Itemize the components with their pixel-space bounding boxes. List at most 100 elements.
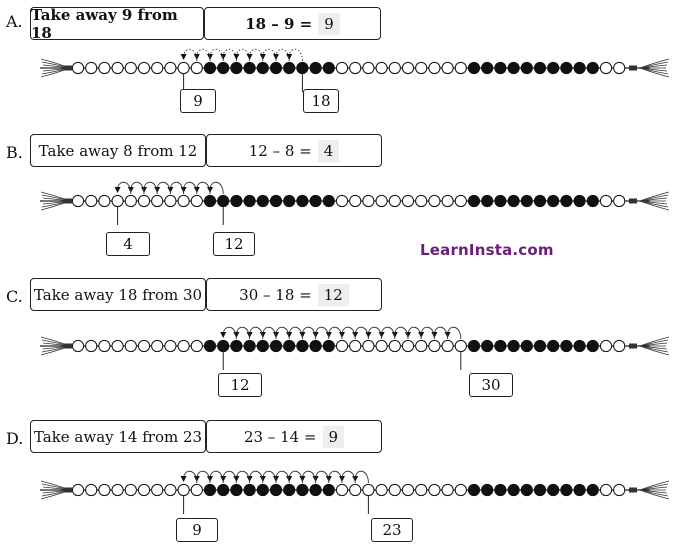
bead (375, 61, 388, 75)
bead (494, 339, 507, 353)
bead (190, 194, 203, 208)
right-tassel (639, 336, 670, 356)
bead (533, 339, 547, 353)
bead (362, 194, 375, 208)
bead (454, 483, 467, 497)
bead (85, 194, 98, 208)
bead (599, 339, 613, 353)
bead (362, 483, 375, 497)
bead (137, 483, 151, 497)
bead-string (40, 48, 670, 92)
bead (533, 61, 547, 75)
bead (494, 483, 507, 497)
right-tassel (639, 191, 670, 211)
result-label: 12 (230, 376, 250, 394)
problem-letter: C. (6, 287, 23, 306)
bead (137, 194, 151, 208)
bead (441, 339, 454, 353)
bead (283, 483, 296, 497)
start-label: 30 (481, 376, 501, 394)
bead (296, 483, 309, 497)
bead (560, 61, 573, 75)
bead (520, 194, 533, 208)
bead (467, 61, 481, 75)
result-box: 9 (176, 518, 218, 542)
bead (164, 483, 177, 497)
bead (560, 483, 573, 497)
bead (256, 61, 269, 75)
hop-arrowhead (180, 54, 187, 60)
bead (322, 61, 335, 75)
hop-arc (183, 48, 198, 62)
bead (151, 61, 164, 75)
bead (203, 339, 217, 353)
bead (520, 483, 533, 497)
bead (415, 339, 428, 353)
bead (401, 483, 415, 497)
bead (573, 339, 586, 353)
bead (256, 483, 269, 497)
bead (547, 339, 560, 353)
bead (586, 61, 599, 75)
bead (124, 483, 137, 497)
answer-value: 4 (317, 139, 340, 162)
bead (283, 194, 296, 208)
answer-value: 12 (317, 283, 349, 306)
bead (164, 194, 177, 208)
bead (137, 61, 151, 75)
bead (71, 61, 85, 75)
bead (335, 194, 349, 208)
bead (269, 483, 283, 497)
cord-knot (629, 198, 637, 204)
bead (428, 61, 441, 75)
problem-letter: A. (6, 12, 23, 31)
bead (467, 483, 481, 497)
bead (243, 61, 256, 75)
bead (454, 194, 467, 208)
bead (217, 483, 230, 497)
result-label: 4 (123, 235, 133, 253)
equation-box: 18 – 9 = 9 (204, 7, 381, 40)
bead (507, 483, 520, 497)
bead (467, 194, 481, 208)
bead (124, 61, 137, 75)
prompt-box: Take away 8 from 12 (30, 134, 206, 167)
hop-arc (209, 48, 224, 62)
problem-b: B. Take away 8 from 12 12 – 8 = 4 4 12 (0, 0, 681, 256)
bead (269, 61, 283, 75)
bead (335, 483, 349, 497)
bead (98, 483, 111, 497)
bead (481, 483, 494, 497)
bead (335, 339, 349, 353)
bead (415, 61, 428, 75)
bead (151, 483, 164, 497)
bead-string (40, 470, 670, 514)
equation-text: 12 – 8 = (248, 141, 312, 160)
bead (71, 339, 85, 353)
bead (111, 339, 124, 353)
bead (296, 194, 309, 208)
start-label: 18 (311, 92, 331, 110)
bead (573, 483, 586, 497)
bead (309, 194, 322, 208)
bead (494, 194, 507, 208)
right-tassel (639, 58, 670, 78)
bead (137, 339, 151, 353)
equation-text: 23 – 14 = (243, 427, 317, 446)
prompt-text: Take away 9 from 18 (31, 5, 178, 42)
bead (71, 194, 85, 208)
bead (454, 61, 467, 75)
bead (613, 194, 626, 208)
prompt-text: Take away 18 from 30 (33, 285, 203, 304)
start-box: 30 (469, 373, 513, 397)
bead (217, 339, 230, 353)
problem-letter: D. (6, 429, 24, 448)
bead (362, 339, 375, 353)
bead (309, 61, 322, 75)
bead (98, 61, 111, 75)
result-label: 9 (193, 92, 203, 110)
prompt-text: Take away 14 from 23 (33, 427, 203, 446)
cord-knot (64, 198, 72, 204)
start-box: 12 (213, 232, 255, 256)
cord-knot (629, 487, 637, 493)
